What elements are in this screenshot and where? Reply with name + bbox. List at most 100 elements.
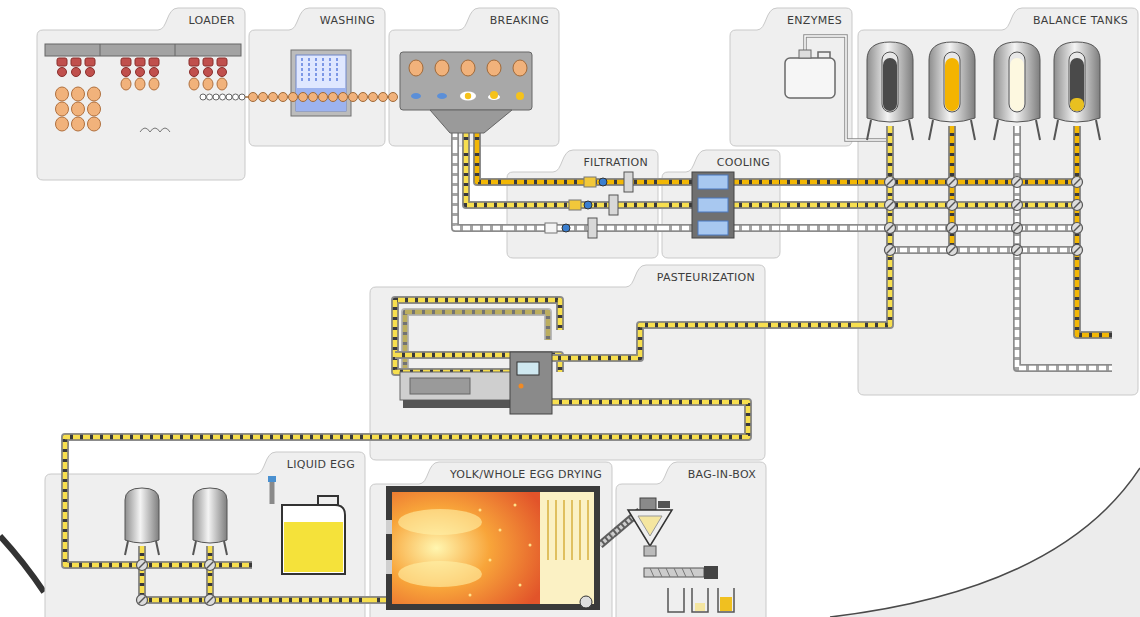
pipe-connector bbox=[780, 205, 858, 206]
section-panel: WASHING bbox=[249, 8, 385, 146]
pipe-layer bbox=[477, 146, 507, 182]
panel-outline bbox=[858, 8, 1138, 395]
pipe-layer bbox=[466, 146, 507, 205]
pipe-layer bbox=[206, 546, 214, 600]
egg-row bbox=[249, 93, 398, 102]
liquid-egg bbox=[284, 522, 343, 572]
gripper bbox=[85, 58, 95, 66]
section-label: BALANCE TANKS bbox=[1033, 14, 1128, 28]
pipe-layer bbox=[365, 598, 370, 603]
section-panel: PASTEURIZATION bbox=[370, 265, 765, 460]
gripper bbox=[71, 58, 81, 66]
panel-shape bbox=[249, 8, 385, 146]
pipe-layer bbox=[65, 437, 370, 452]
breaker-body bbox=[400, 52, 532, 110]
valve bbox=[1072, 177, 1083, 188]
egg bbox=[72, 117, 85, 131]
section-label: WASHING bbox=[320, 14, 375, 28]
filter-bags bbox=[548, 500, 588, 560]
panel-outline bbox=[662, 150, 780, 258]
liquid-pipe bbox=[140, 546, 145, 600]
tab-row: YOLK/WHOLE EGG DRYING bbox=[370, 462, 612, 484]
pipe-connector bbox=[658, 205, 662, 206]
pipe-layer bbox=[140, 546, 145, 600]
panel-outline bbox=[45, 452, 365, 617]
section-label: COOLING bbox=[717, 156, 770, 170]
egg bbox=[217, 78, 227, 90]
pump bbox=[584, 201, 592, 209]
pipe-layer bbox=[765, 321, 858, 329]
tab-row: LOADER bbox=[37, 8, 245, 30]
gripper bbox=[203, 58, 213, 66]
tank bbox=[929, 42, 975, 122]
pipe-layer bbox=[138, 546, 146, 600]
egg bbox=[149, 78, 159, 90]
section-label: FILTRATION bbox=[583, 156, 648, 170]
valve bbox=[947, 177, 958, 188]
spray-cone bbox=[398, 509, 482, 535]
hopper-top bbox=[640, 498, 656, 510]
eggs bbox=[409, 60, 527, 76]
filling-tap bbox=[270, 482, 275, 504]
egg-outline bbox=[220, 94, 226, 100]
egg-outline bbox=[200, 94, 206, 100]
egg bbox=[379, 93, 388, 102]
panel-outline bbox=[370, 462, 612, 617]
valve bbox=[205, 560, 216, 571]
section-label: BREAKING bbox=[490, 14, 549, 28]
white-pipe bbox=[507, 226, 658, 231]
enzyme-line bbox=[858, 139, 886, 141]
particle bbox=[529, 544, 532, 547]
section-panel: LIQUID EGG bbox=[45, 452, 365, 617]
valve bbox=[137, 560, 148, 571]
valve bbox=[885, 223, 896, 234]
tap-knob bbox=[268, 476, 276, 482]
filter-body bbox=[545, 223, 557, 233]
pipe-layer bbox=[890, 246, 1077, 254]
egg bbox=[461, 60, 475, 76]
washer-frame bbox=[291, 50, 351, 116]
yolk bbox=[490, 91, 498, 99]
valve bbox=[1072, 223, 1083, 234]
egg-outline bbox=[213, 94, 219, 100]
panel-outline bbox=[249, 8, 385, 146]
valve bbox=[1012, 200, 1023, 211]
manifold-pipe bbox=[890, 248, 1077, 253]
tab-row: BREAKING bbox=[389, 8, 559, 30]
liquid-pipe bbox=[142, 598, 365, 603]
tab-row: PASTEURIZATION bbox=[370, 265, 765, 287]
egg bbox=[88, 102, 101, 116]
pipe-layer bbox=[658, 224, 662, 232]
panel-shape bbox=[858, 8, 1138, 395]
yolk bbox=[465, 93, 471, 99]
broken-egg bbox=[460, 92, 476, 101]
yolk bbox=[516, 92, 524, 100]
tank bbox=[1054, 42, 1100, 122]
pipe-layer bbox=[365, 596, 370, 604]
gripper bbox=[189, 58, 199, 66]
dryer-frame bbox=[386, 486, 600, 610]
motor bbox=[658, 501, 670, 508]
pump bbox=[562, 224, 570, 232]
panel-outline bbox=[370, 265, 765, 460]
pipe-layer bbox=[780, 203, 858, 208]
egg bbox=[349, 93, 358, 102]
pipe-connector bbox=[365, 600, 370, 601]
panel-outline bbox=[730, 8, 852, 146]
egg bbox=[309, 93, 318, 102]
pipe-layer bbox=[658, 226, 662, 231]
gripper bbox=[149, 58, 159, 66]
heat-exchanger bbox=[692, 172, 734, 238]
egg bbox=[359, 93, 368, 102]
egg-outline bbox=[226, 94, 232, 100]
egg bbox=[409, 60, 423, 76]
pipe-layer bbox=[658, 201, 662, 209]
washer-chamber bbox=[296, 55, 346, 111]
tank-level bbox=[1010, 58, 1024, 111]
section-label: PASTEURIZATION bbox=[657, 271, 755, 285]
egg-outline bbox=[239, 94, 245, 100]
powder-section bbox=[540, 492, 594, 604]
pipe-layer bbox=[658, 180, 662, 185]
particle bbox=[489, 559, 492, 562]
pipe-layer bbox=[507, 203, 658, 208]
